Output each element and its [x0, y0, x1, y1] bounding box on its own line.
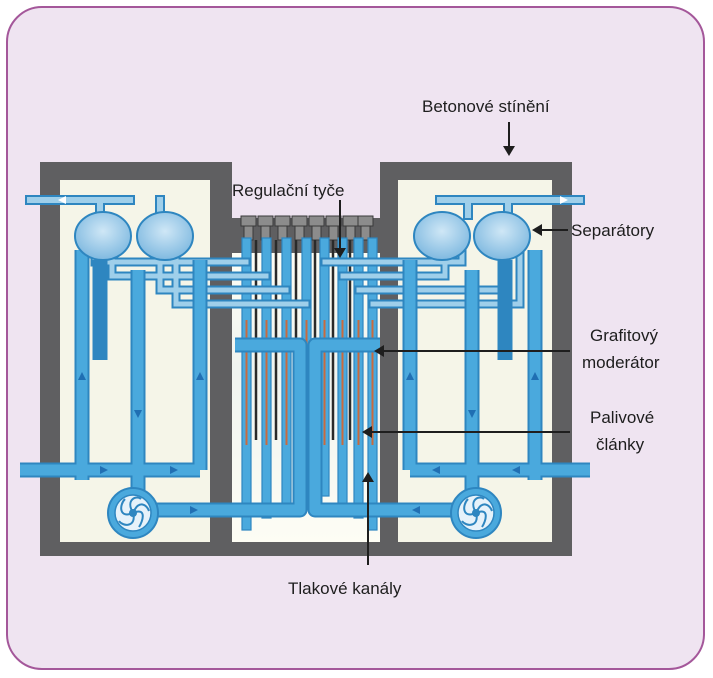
separator-vessel-icon — [136, 211, 194, 261]
control-rod-drive-icon — [240, 215, 374, 241]
separator-vessel-icon — [413, 211, 471, 261]
separator-vessel-icon — [473, 211, 531, 261]
flow-arrow-icon — [78, 372, 86, 380]
flow-arrow-icon — [58, 196, 66, 204]
label-fuel-assemblies-line1: Palivové — [590, 408, 654, 427]
flow-arrow-icon — [190, 506, 198, 514]
label-graphite-moderator-line2: moderátor — [582, 353, 660, 372]
flow-arrow-icon — [531, 372, 539, 380]
flow-arrow-icon — [512, 466, 520, 474]
flow-arrow-icon — [134, 410, 142, 418]
pump-icon — [450, 487, 502, 539]
flow-arrow-icon — [170, 466, 178, 474]
flow-arrow-icon — [432, 466, 440, 474]
pump-icon — [107, 487, 159, 539]
label-graphite-moderator-line1: Grafitový — [590, 326, 659, 345]
separator-vessel-icon — [74, 211, 132, 261]
flow-arrow-icon — [468, 410, 476, 418]
flow-arrow-icon — [560, 196, 568, 204]
separators — [74, 211, 531, 261]
pumps — [107, 487, 502, 539]
label-fuel-assemblies-line2: články — [596, 435, 645, 454]
leader-lines — [334, 122, 570, 565]
flow-arrow-icon — [412, 506, 420, 514]
flow-arrows — [58, 196, 568, 514]
flow-arrow-icon — [196, 372, 204, 380]
control-rod-drives — [240, 215, 374, 241]
coolant-loops — [20, 250, 590, 518]
flow-arrow-icon — [100, 466, 108, 474]
steam-headers — [25, 195, 585, 220]
label-concrete-shielding: Betonové stínění — [422, 97, 550, 116]
label-pressure-tubes: Tlakové kanály — [288, 579, 402, 598]
label-separators: Separátory — [571, 221, 655, 240]
label-control-rods: Regulační tyče — [232, 181, 344, 200]
flow-arrow-icon — [406, 372, 414, 380]
